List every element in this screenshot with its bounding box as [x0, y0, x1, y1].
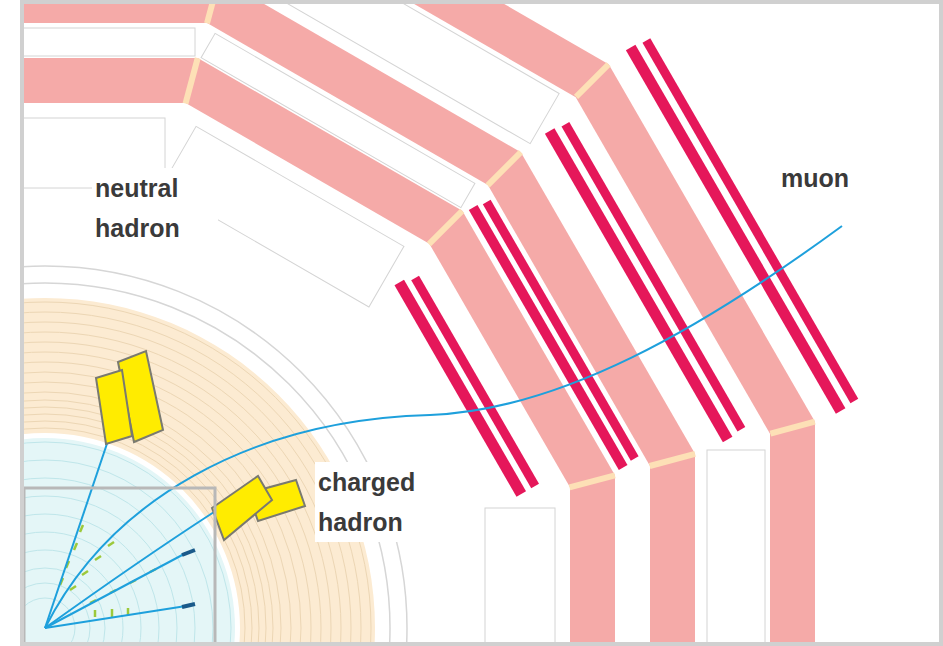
particle-label: charged hadron [315, 462, 451, 542]
particle-label: neutral hadron [92, 168, 218, 248]
particle-label: muon [778, 158, 894, 198]
